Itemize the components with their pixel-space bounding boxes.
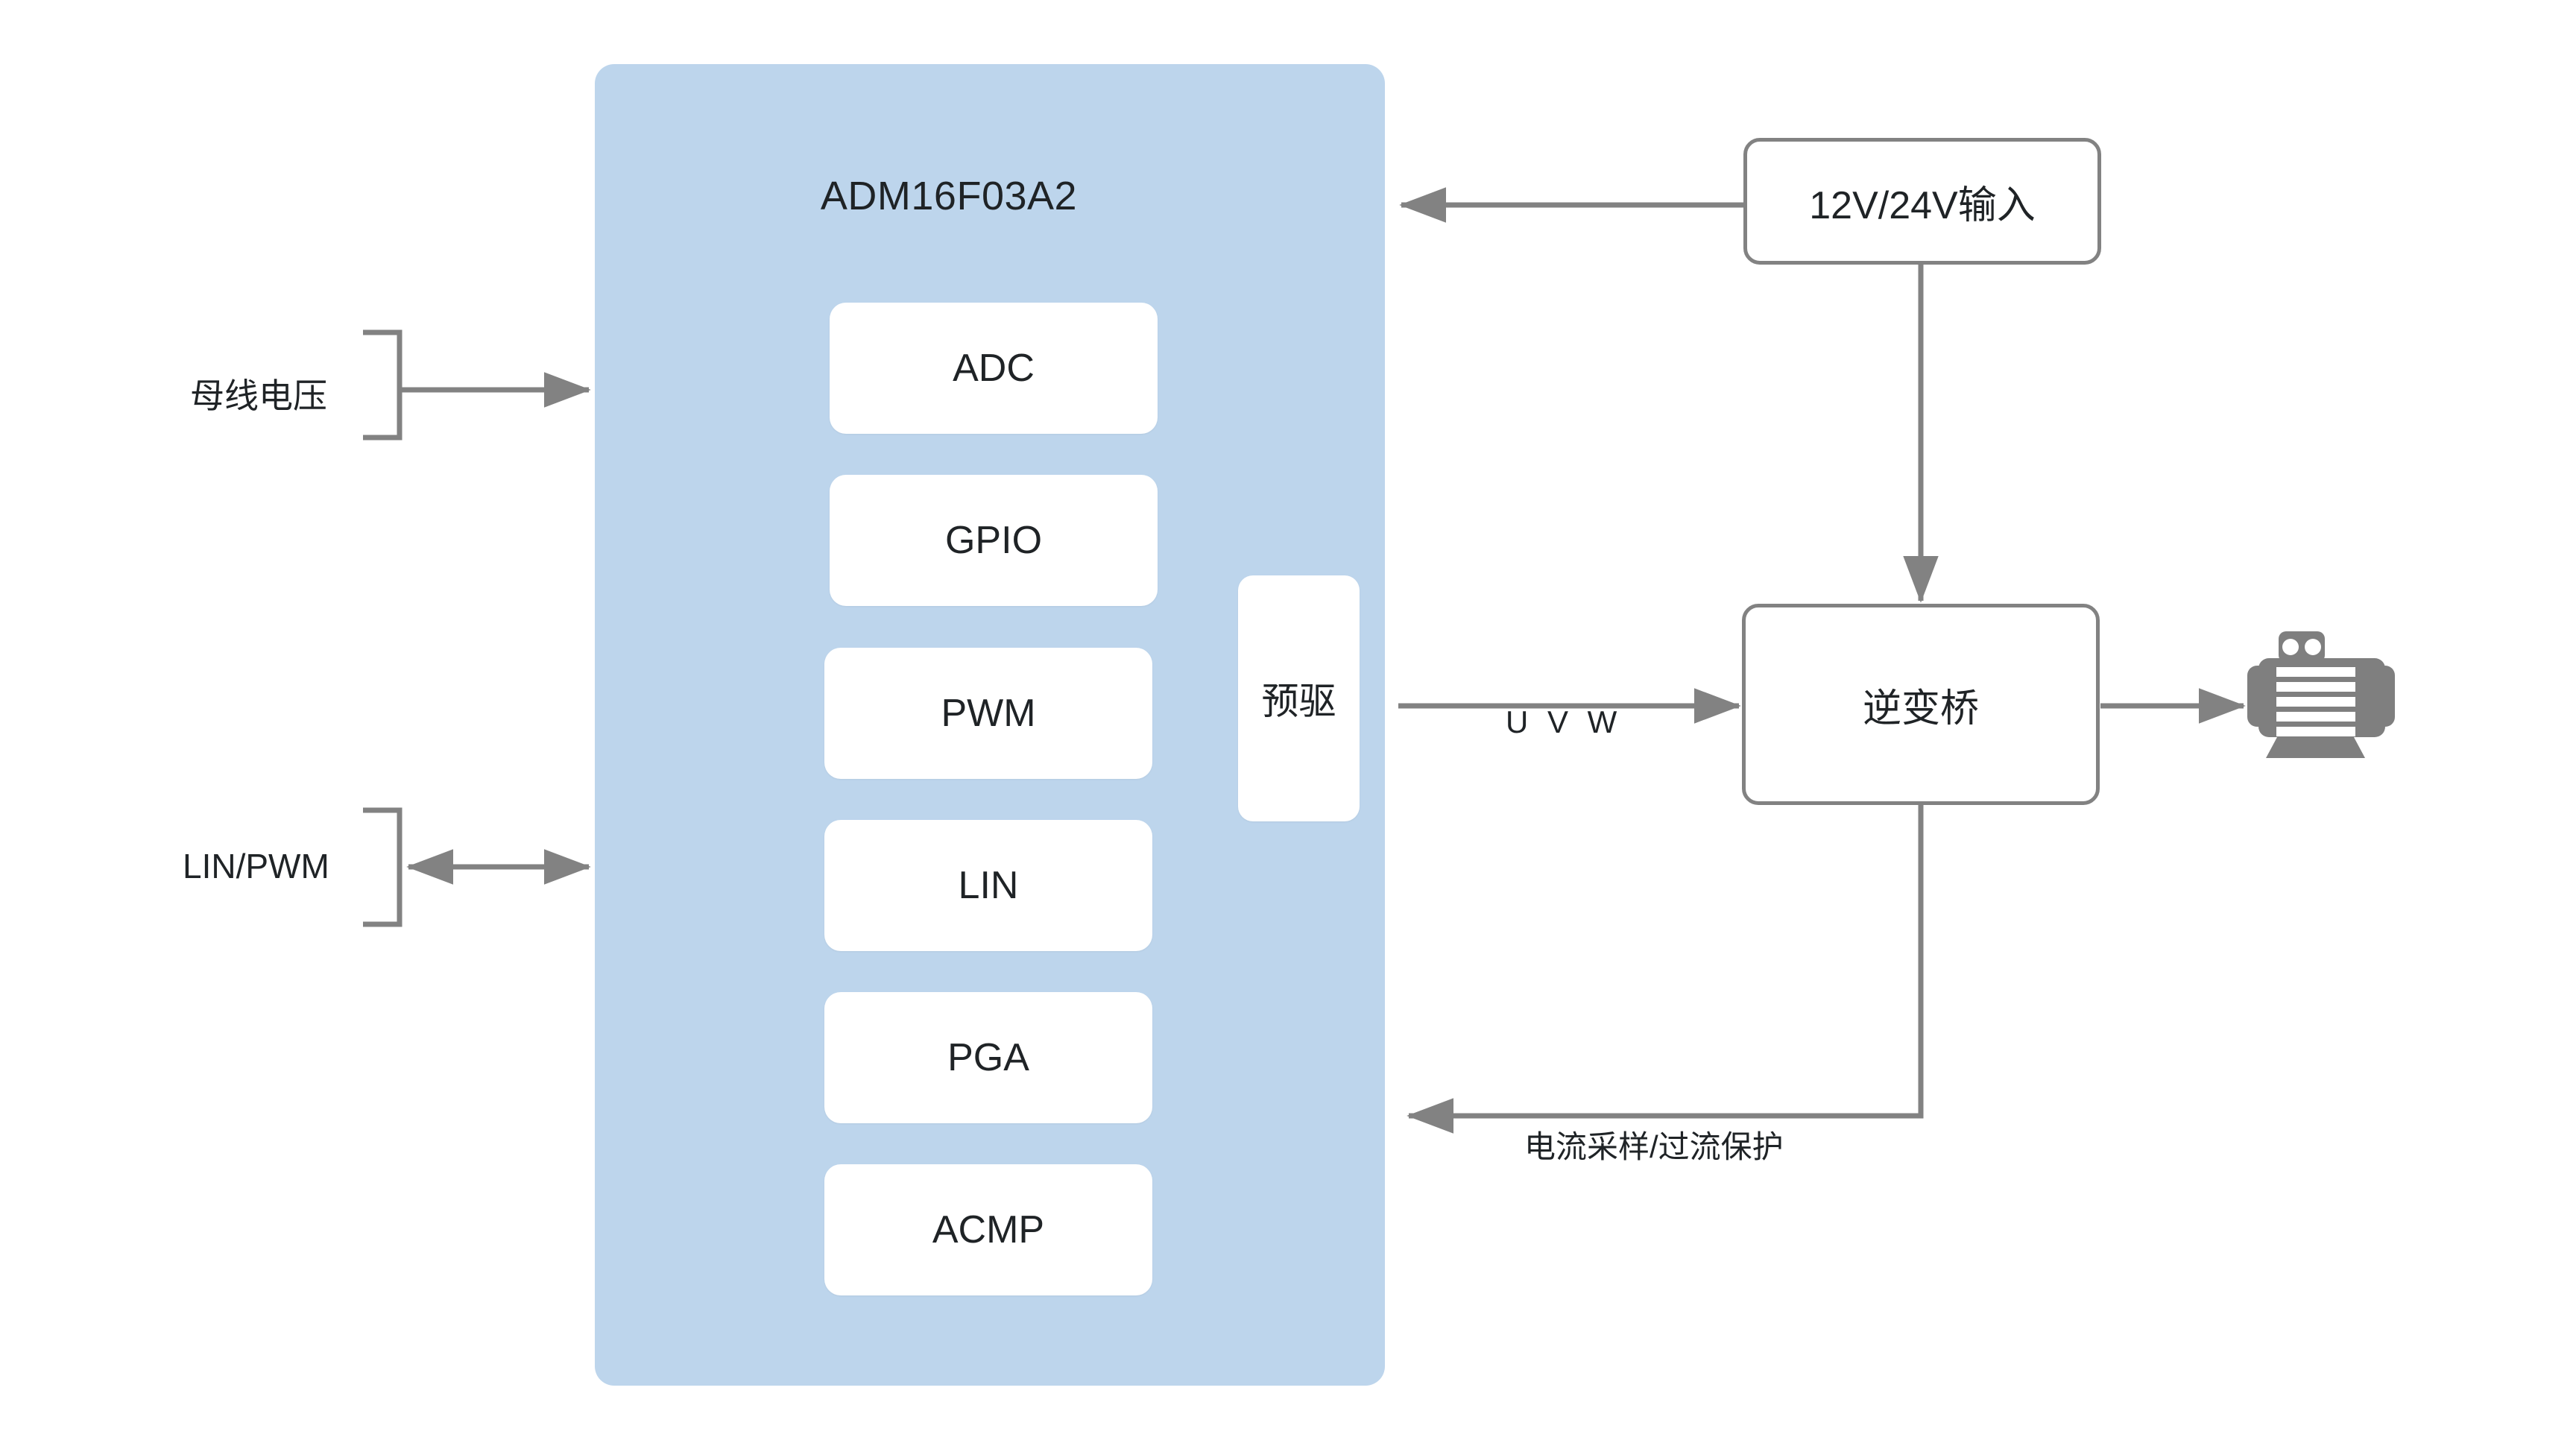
connection-label-current-feedback: 电流采样/过流保护 [1524,1129,1784,1164]
module-pwm[interactable]: PWM [824,648,1152,779]
module-pga[interactable]: PGA [824,992,1152,1123]
lin-pwm-bracket [363,807,402,927]
motor-icon [2247,631,2395,758]
block-power-supply[interactable]: 12V/24V输入 [1743,138,2101,265]
module-adc[interactable]: ADC [830,303,1158,434]
input-label-lin-pwm: LIN/PWM [183,847,329,886]
current-feedback-path [1407,805,1924,1134]
connection-label-uvw: U V W [1506,704,1623,739]
module-gpio[interactable]: GPIO [830,475,1158,606]
page-title: ADM16F03A2 [820,174,1078,218]
module-lin[interactable]: LIN [824,820,1152,951]
module-acmp[interactable]: ACMP [824,1164,1152,1295]
module-pre-driver[interactable]: 预驱 [1238,575,1360,821]
input-label-bus-voltage: 母线电压 [190,376,327,415]
bus-voltage-bracket [363,329,402,441]
block-inverter-bridge[interactable]: 逆变桥 [1742,604,2100,805]
